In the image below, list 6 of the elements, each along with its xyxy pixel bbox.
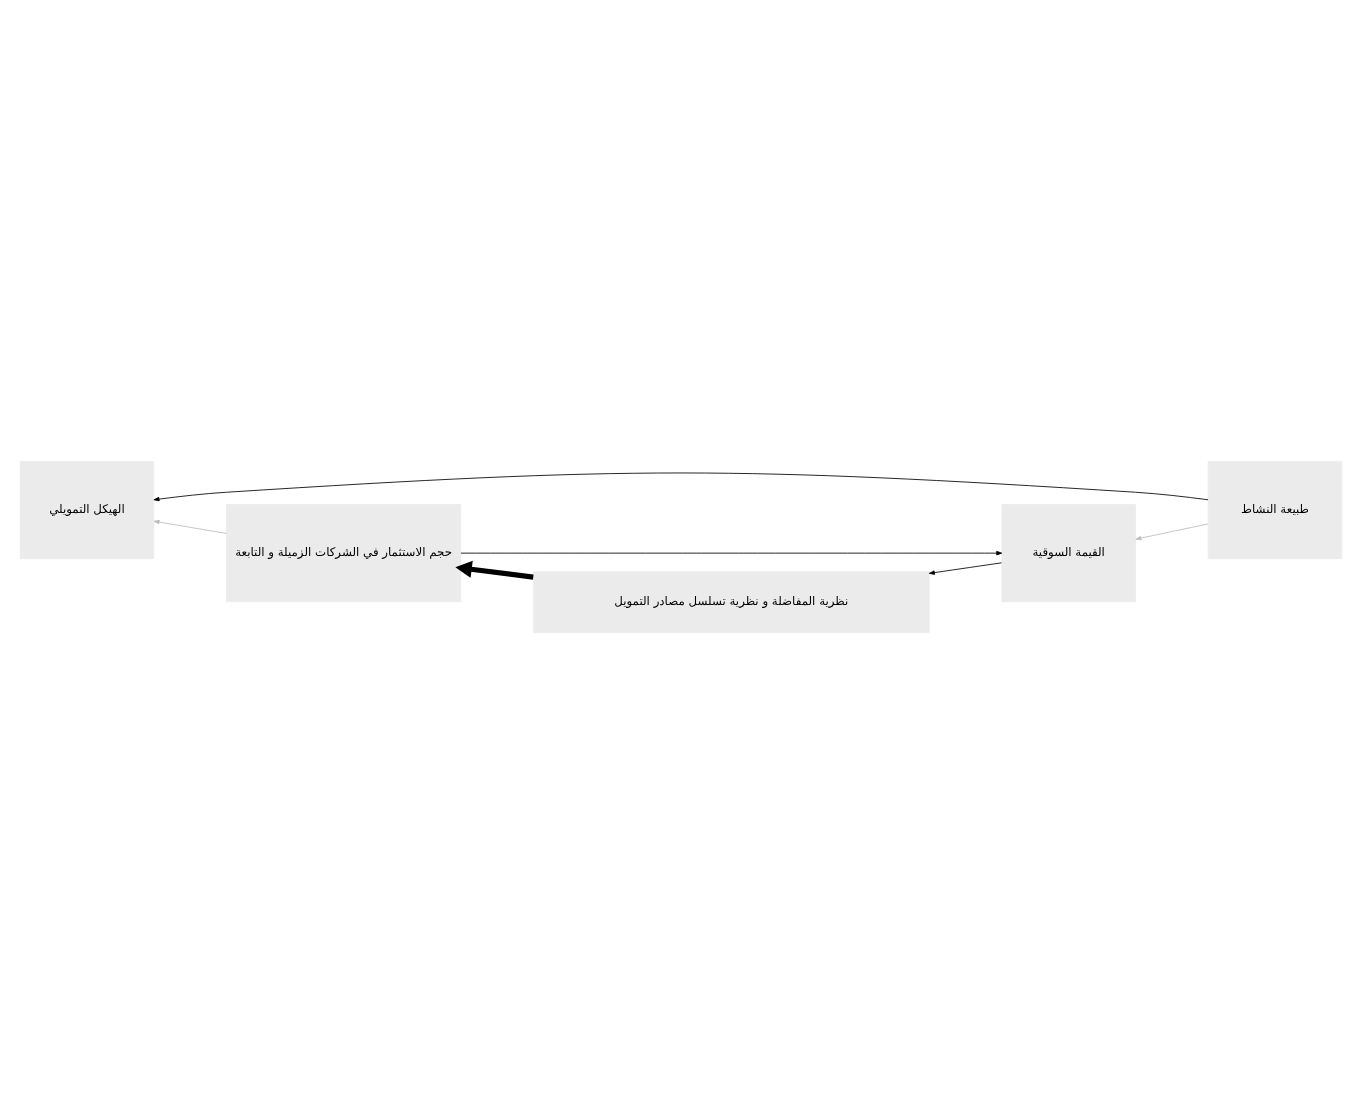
arrow: [455, 560, 534, 580]
arrow: [153, 519, 227, 534]
arrow: [460, 550, 1003, 556]
arrow: [1135, 523, 1209, 541]
arrow: [153, 472, 1209, 502]
arrow: [928, 562, 1002, 575]
